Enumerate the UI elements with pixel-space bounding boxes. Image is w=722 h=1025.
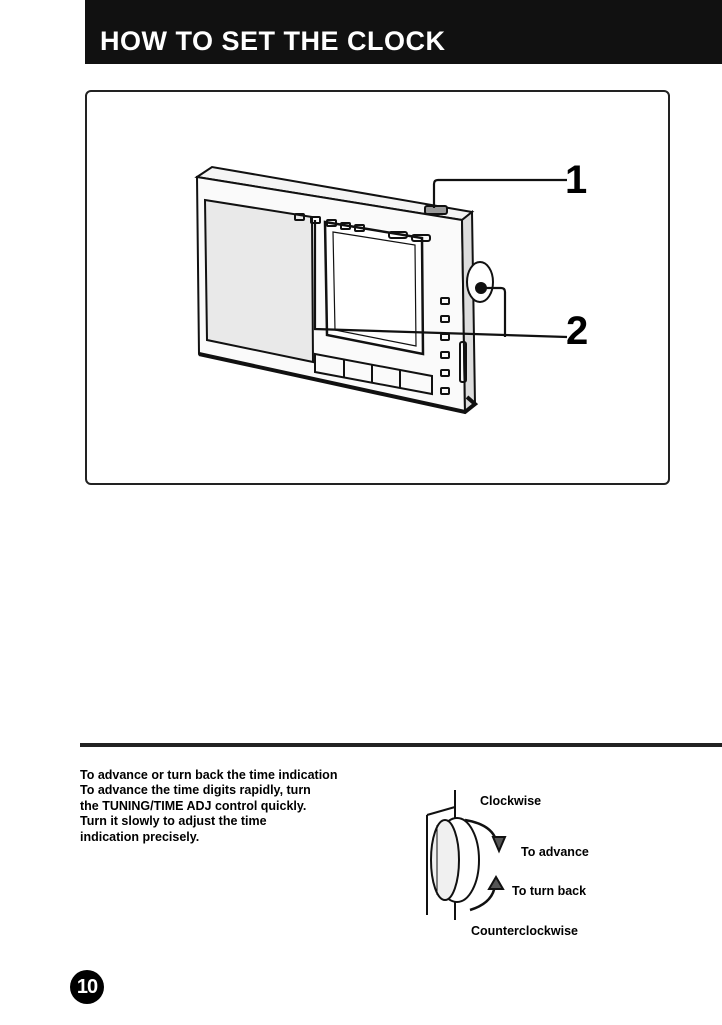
arrow-down-icon — [493, 837, 505, 851]
page-title: HOW TO SET THE CLOCK — [100, 26, 446, 57]
callout-1: 1 — [565, 160, 587, 200]
to-turn-back-label: To turn back — [512, 884, 586, 898]
instructions-line: indication precisely. — [80, 830, 380, 846]
page-number: 10 — [70, 970, 104, 1004]
instructions-line: To advance the time digits rapidly, turn — [80, 783, 380, 799]
to-advance-label: To advance — [521, 845, 589, 859]
radio-illustration-frame — [85, 90, 670, 485]
instructions-heading: To advance or turn back the time indicat… — [80, 768, 337, 782]
instructions-body: To advance the time digits rapidly, turn… — [80, 783, 380, 845]
counterclockwise-label: Counterclockwise — [471, 924, 578, 938]
clockwise-label: Clockwise — [480, 794, 541, 808]
instructions-line: the TUNING/TIME ADJ control quickly. — [80, 799, 380, 815]
radio-illustration — [87, 92, 670, 485]
instructions-line: Turn it slowly to adjust the time — [80, 814, 380, 830]
arrow-up-icon — [489, 877, 503, 889]
callout-2: 2 — [566, 311, 588, 351]
section-divider — [80, 743, 722, 747]
